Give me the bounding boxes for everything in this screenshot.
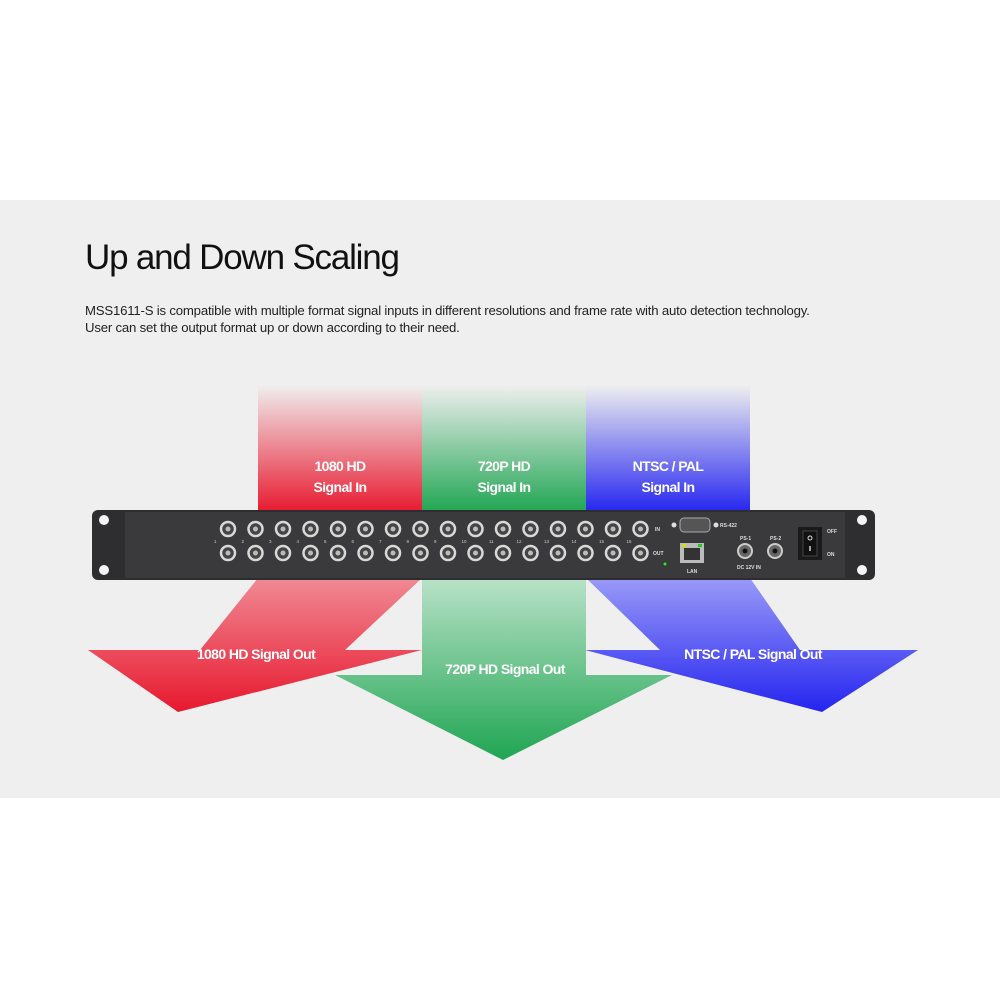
description-line-1: MSS1611-S is compatible with multiple fo… [85,303,810,318]
bnc-pin [308,526,313,532]
channel-number: 16 [627,539,633,544]
input-label-line2: Signal In [313,479,368,495]
ps2-label: PS-2 [770,536,781,542]
channel-number: 11 [489,539,494,544]
bnc-pin [253,526,258,532]
rs422-port [679,517,711,533]
input-beam-blue [586,385,750,513]
bnc-pin [363,526,368,532]
bnc-pin [280,550,286,556]
input-label-line1: 720P HD [477,458,531,474]
output-arrow-blue [585,578,918,712]
channel-number: 1 [214,539,217,544]
bnc-pin [473,526,478,532]
output-label-1080hd: 1080 HD Signal Out [196,646,316,662]
input-label-1080hd: 1080 HD Signal In [258,456,422,498]
bnc-pin [500,550,506,556]
bnc-pin [445,550,451,556]
input-beam-green [422,385,586,513]
bnc-pin [638,550,643,556]
bnc-pin [418,550,423,556]
bnc-pin [583,526,588,532]
input-label-line1: NTSC / PAL [632,458,704,474]
channel-number: 15 [599,539,605,544]
input-beam-red [258,385,422,513]
input-label-ntsc-pal: NTSC / PAL Signal In [586,456,750,498]
bnc-pin [473,550,478,556]
bnc-pin [555,526,561,532]
channel-number: 4 [297,539,300,544]
output-label-720p: 720P HD Signal Out [445,661,565,677]
bnc-pin [335,526,341,532]
in-label: IN [655,527,660,533]
lan-label: LAN [687,569,698,575]
bnc-pin [390,550,396,556]
output-arrow-green [335,578,672,760]
input-label-line1: 1080 HD [314,458,366,474]
channel-number: 14 [572,539,578,544]
channel-number: 8 [407,539,410,544]
channel-number: 6 [352,539,355,544]
bnc-pin [253,550,258,556]
out-label: OUT [653,551,664,557]
input-label-line2: Signal In [641,479,696,495]
off-label: OFF [827,529,837,535]
channel-number: 10 [462,539,468,544]
input-label-line2: Signal In [477,479,532,495]
bnc-pin [280,526,286,532]
dc-label: DC 12V IN [737,565,761,571]
ps1-label: PS-1 [740,536,751,542]
description-line-2: User can set the output format up or dow… [85,320,460,335]
bnc-pin [610,526,616,532]
channel-number: 13 [544,539,550,544]
channel-number: 2 [242,539,245,544]
output-arrow-red [88,578,422,712]
bnc-pin [225,550,231,556]
bnc-pin [528,550,533,556]
description: MSS1611-S is compatible with multiple fo… [85,302,810,336]
channel-number: 5 [324,539,327,544]
bnc-pin [390,526,396,532]
bnc-pin [610,550,616,556]
bnc-pin [363,550,368,556]
bnc-pin [308,550,313,556]
input-label-720p: 720P HD Signal In [422,456,586,498]
rs422-label: RS-422 [720,523,737,529]
bnc-pin [225,526,231,532]
bnc-pin [555,550,561,556]
bnc-pin [445,526,451,532]
channel-number: 3 [269,539,272,544]
output-label-ntsc-pal: NTSC / PAL Signal Out [684,646,822,662]
bnc-pin [583,550,588,556]
bnc-pin [638,526,643,532]
bnc-pin [500,526,506,532]
channel-number: 12 [517,539,523,544]
on-label: ON [827,552,835,558]
page-title: Up and Down Scaling [85,238,400,277]
bnc-pin [418,526,423,532]
bnc-pin [528,526,533,532]
bnc-pin [335,550,341,556]
channel-number: 7 [379,539,382,544]
channel-number: 9 [434,539,437,544]
